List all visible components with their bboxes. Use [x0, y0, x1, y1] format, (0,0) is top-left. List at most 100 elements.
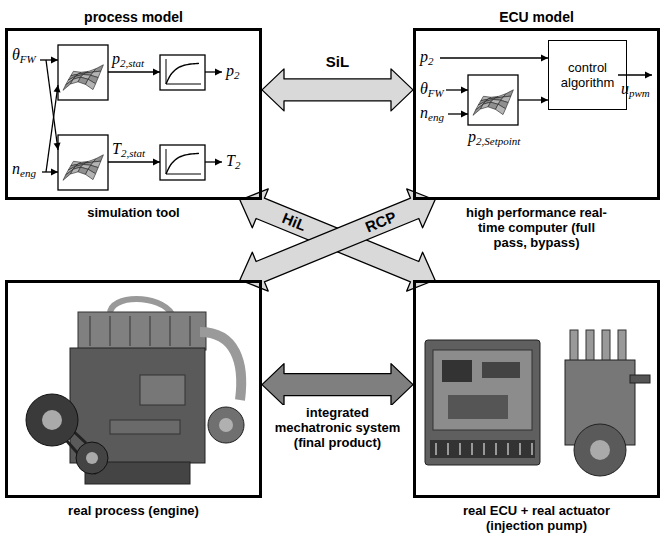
engine-head	[78, 312, 206, 350]
lag-block	[160, 145, 205, 180]
box-caption: real process (engine)	[14, 503, 254, 518]
subscript: 2,stat	[120, 57, 144, 69]
box-heading: ECU model	[417, 9, 657, 25]
wire-arrowhead	[51, 57, 58, 64]
subscript: FW	[20, 53, 36, 65]
wire-arrowhead	[51, 169, 58, 176]
block-arrow	[262, 364, 413, 406]
text-holder: HiL	[278, 209, 311, 236]
engine-turbo-hub	[219, 418, 233, 432]
map-surface	[473, 104, 483, 115]
lag-curve	[166, 63, 199, 84]
signal-name: θFW	[420, 80, 444, 97]
text-holder: real process (engine)	[14, 503, 254, 518]
wire-arrowhead	[461, 111, 468, 118]
pump-flange	[574, 424, 626, 476]
map-surface	[93, 155, 103, 162]
ecu-pin	[507, 443, 509, 455]
subscript: FW	[428, 87, 444, 99]
text-holder: SiL	[324, 53, 351, 71]
text-holder: T2,stat	[112, 140, 145, 159]
ecu-pin	[459, 443, 461, 455]
edge-label: integrated mechatronic system (final pro…	[272, 405, 404, 450]
pump-outlet	[570, 330, 578, 362]
text-holder: θFW	[12, 46, 36, 65]
signal-name: neng	[12, 160, 36, 177]
wire-arrowhead	[54, 85, 61, 92]
signal-name: T2,stat	[112, 140, 145, 157]
text-holder: ECU model	[417, 9, 657, 25]
map-surface	[503, 90, 513, 97]
system-box: process modelsimulation tool	[5, 28, 262, 200]
subscript: 2	[235, 159, 241, 171]
engine-detail	[140, 375, 185, 405]
signal-name: p2,stat	[112, 50, 144, 67]
text-holder: T2	[226, 152, 240, 171]
signal-name: p2	[226, 62, 240, 79]
wire-arrowhead	[541, 97, 548, 104]
engine-rib	[149, 316, 151, 346]
wire-arrowhead	[541, 55, 548, 62]
signal-wire	[108, 161, 160, 162]
engine-pulley	[26, 394, 78, 446]
ecu-pin	[447, 443, 449, 455]
text-holder: process model	[14, 9, 254, 25]
signal-name: upwm	[621, 80, 650, 97]
map-surface	[63, 79, 73, 90]
engine-rib	[109, 316, 111, 346]
ecu-pin	[531, 443, 533, 455]
wire-arrowhead	[153, 69, 160, 76]
engine-turbo	[208, 407, 244, 443]
box-caption: real ECU + real actuator (injection pump…	[437, 503, 637, 533]
map-block	[468, 75, 518, 125]
wire-arrowhead	[215, 159, 222, 166]
block-arrow	[240, 189, 435, 291]
ecu-chip	[442, 360, 472, 382]
lag-axes	[166, 149, 201, 174]
map-surface	[496, 104, 506, 114]
system-box: ECU modelhigh performance real-time comp…	[413, 28, 660, 200]
ecu-pin	[471, 443, 473, 455]
subscript: 2	[234, 69, 240, 81]
subscript: eng	[20, 167, 36, 179]
map-surface	[93, 65, 103, 72]
subscript: 2,Setpoint	[476, 135, 520, 147]
lag-axes	[166, 59, 201, 84]
pump-outlet	[618, 330, 626, 362]
signal-wire	[46, 85, 58, 172]
signal-wire	[108, 71, 160, 72]
engine-rib	[89, 316, 91, 346]
box-label: control algorithm	[549, 60, 626, 90]
engine-intake	[200, 332, 241, 400]
ecu-pin	[495, 443, 497, 455]
engine-rib	[189, 316, 191, 346]
subscript: eng	[428, 111, 444, 123]
engine-pulley	[76, 442, 108, 474]
signal-wire	[46, 60, 58, 150]
subscript: 2,stat	[121, 147, 145, 159]
text-holder: p2,Setpoint	[468, 128, 520, 147]
text-holder: real ECU + real actuator (injection pump…	[437, 503, 637, 533]
ecu-board	[433, 350, 532, 430]
ecu-chip	[448, 395, 508, 419]
text-holder: θFW	[420, 80, 444, 99]
map-surface	[86, 169, 96, 179]
edge-label: SiL	[324, 54, 351, 70]
signal-wire	[440, 57, 548, 58]
engine-rib	[169, 316, 171, 346]
text-holder: p2	[226, 62, 240, 81]
system-box: real ECU + real actuator (injection pump…	[413, 280, 660, 498]
box-caption: high performance real-time computer (ful…	[462, 205, 612, 250]
signal-name: T2	[226, 152, 240, 169]
box-caption: simulation tool	[14, 205, 254, 220]
ecu-connector	[430, 440, 535, 458]
pump-outlet	[602, 330, 610, 362]
map-surface	[86, 79, 96, 89]
engine-pulley-hub	[86, 452, 98, 464]
map-block	[58, 45, 108, 100]
signal-name: neng	[420, 104, 444, 121]
pump-lever	[630, 375, 650, 383]
algorithm-box: control algorithm	[548, 40, 627, 110]
